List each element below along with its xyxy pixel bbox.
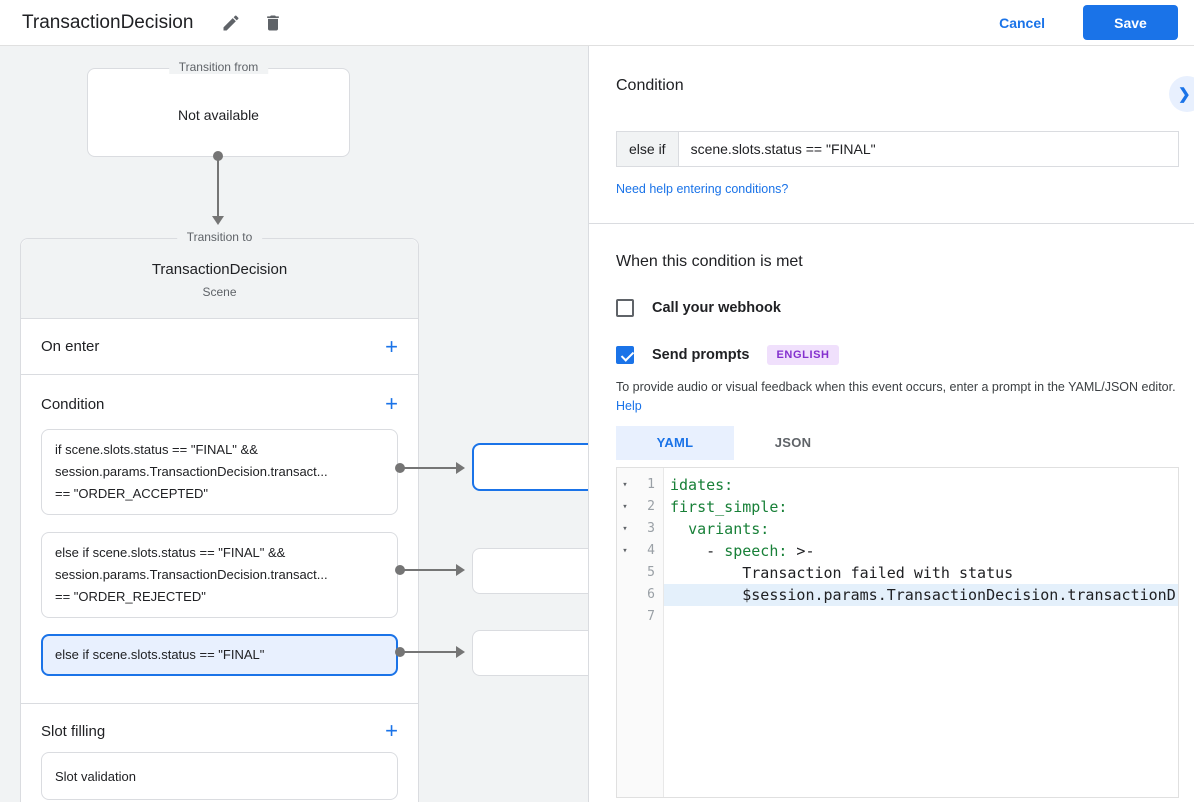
condition-line: session.params.TransactionDecision.trans…: [55, 567, 328, 582]
send-prompts-row: Send prompts ENGLISH: [616, 345, 1178, 365]
yaml-editor[interactable]: ▾ 1 ▾ 2 ▾ 3 ▾ 4 5 6 7 idates: first_simple: …: [616, 466, 1179, 798]
on-enter-section: On enter +: [21, 319, 418, 375]
top-bar: TransactionDecision Cancel Save: [0, 0, 1194, 46]
line-number: 3: [647, 521, 655, 536]
webhook-row: Call your webhook: [616, 299, 1178, 317]
cancel-button[interactable]: Cancel: [999, 14, 1045, 31]
connector-line: [404, 651, 457, 653]
connector-dot: [395, 463, 405, 473]
language-badge: ENGLISH: [767, 345, 839, 365]
slot-validation-label: Slot validation: [55, 768, 136, 784]
add-condition-button[interactable]: +: [385, 391, 398, 416]
help-link[interactable]: Help: [616, 398, 642, 413]
line-number: 7: [647, 609, 655, 624]
prompt-description: To provide audio or visual feedback when…: [616, 380, 1176, 413]
connector-dot: [395, 647, 405, 657]
fold-arrow-icon[interactable]: ▾: [622, 545, 628, 556]
line-number: 2: [647, 499, 655, 514]
arrowhead-right-icon: [456, 462, 465, 474]
editor-tabs: YAML JSON: [616, 425, 1178, 460]
condition-section: Condition + if scene.slots.status == "FI…: [21, 389, 418, 704]
condition-help-link[interactable]: Need help entering conditions?: [616, 182, 789, 196]
code-line: [664, 606, 1178, 628]
fold-arrow-icon[interactable]: ▾: [622, 479, 628, 490]
slot-filling-section: Slot filling + Slot validation: [21, 716, 418, 800]
condition-expression-input[interactable]: [678, 132, 1178, 166]
section-divider: [589, 223, 1194, 224]
target-scene-node-3[interactable]: [472, 630, 588, 676]
condition-line: == "ORDER_ACCEPTED": [55, 486, 208, 501]
page-title: TransactionDecision: [22, 11, 194, 33]
webhook-checkbox[interactable]: [616, 299, 634, 317]
tab-yaml[interactable]: YAML: [616, 425, 734, 460]
fold-arrow-icon[interactable]: ▾: [622, 523, 628, 534]
add-slot-button[interactable]: +: [385, 718, 398, 743]
scene-graph-canvas: Transition from Not available Transition…: [0, 46, 588, 802]
line-number: 1: [647, 477, 655, 492]
send-prompts-checkbox[interactable]: [616, 346, 634, 364]
send-prompts-label[interactable]: Send prompts: [652, 347, 750, 363]
condition-card-2[interactable]: else if scene.slots.status == "FINAL" &&…: [41, 532, 398, 618]
add-on-enter-button[interactable]: +: [385, 333, 398, 359]
target-scene-node-1[interactable]: [472, 443, 588, 491]
connector-dot: [213, 151, 223, 161]
line-number: 5: [647, 565, 655, 580]
code-line: $session.params.TransactionDecision.tran…: [664, 583, 1178, 606]
code-line: idates:: [670, 475, 734, 494]
condition-detail-panel: Condition ❯ else if Need help entering c…: [588, 46, 1194, 802]
on-enter-label: On enter: [41, 338, 100, 355]
condition-card-3[interactable]: else if scene.slots.status == "FINAL": [41, 634, 398, 676]
condition-line: if scene.slots.status == "FINAL" &&: [55, 442, 258, 457]
arrowhead-right-icon: [456, 564, 465, 576]
condition-heading: Condition: [616, 77, 684, 94]
chevron-right-icon: ❯: [1178, 86, 1191, 103]
condition-line: == "ORDER_REJECTED": [55, 589, 206, 604]
edit-scene-button[interactable]: [219, 11, 243, 35]
fold-arrow-icon[interactable]: ▾: [622, 501, 628, 512]
transition-from-value: Not available: [178, 107, 259, 123]
scene-header: TransactionDecision Scene: [21, 239, 418, 319]
condition-line: else if scene.slots.status == "FINAL": [55, 647, 265, 662]
tab-json[interactable]: JSON: [774, 435, 812, 450]
arrowhead-down-icon: [212, 216, 224, 225]
editor-gutter: ▾ 1 ▾ 2 ▾ 3 ▾ 4 5 6 7: [617, 467, 664, 797]
slot-filling-label: Slot filling: [41, 722, 106, 740]
transition-from-legend: Transition from: [168, 60, 269, 74]
code-line: first_simple:: [670, 497, 788, 516]
arrowhead-right-icon: [456, 646, 465, 658]
connector-line: [217, 159, 219, 216]
condition-line: else if scene.slots.status == "FINAL" &&: [55, 545, 286, 560]
collapse-panel-button[interactable]: ❯: [1169, 76, 1194, 112]
scene-title: TransactionDecision: [151, 261, 288, 278]
slot-validation-card[interactable]: Slot validation: [41, 752, 398, 800]
condition-label: Condition: [41, 395, 105, 413]
pencil-icon: [223, 14, 239, 30]
target-scene-node-2[interactable]: [472, 548, 588, 594]
transition-from-box: Transition from Not available: [87, 60, 350, 157]
transition-to-legend: Transition to: [176, 230, 263, 244]
webhook-label[interactable]: Call your webhook: [652, 300, 781, 316]
connector-dot: [395, 565, 405, 575]
condition-card-1[interactable]: if scene.slots.status == "FINAL" && sess…: [41, 429, 398, 515]
editor-code-area[interactable]: idates: first_simple: variants: - speech…: [664, 468, 1178, 797]
condition-prefix: else if: [617, 132, 679, 166]
connector-line: [404, 569, 457, 571]
scene-subtitle: Scene: [202, 285, 237, 299]
code-line: Transaction failed with status: [670, 563, 1014, 582]
save-button[interactable]: Save: [1083, 5, 1178, 40]
line-number: 4: [647, 543, 655, 558]
code-line: variants:: [688, 519, 770, 538]
condition-line: session.params.TransactionDecision.trans…: [55, 464, 328, 479]
delete-scene-button[interactable]: [261, 11, 285, 35]
transition-to-box: Transition to TransactionDecision Scene …: [20, 230, 419, 802]
line-number: 6: [647, 587, 655, 602]
when-met-heading: When this condition is met: [616, 253, 803, 270]
condition-input-group: else if: [616, 131, 1179, 167]
connector-line: [404, 467, 457, 469]
code-line: - speech: >-: [670, 541, 815, 560]
trash-icon: [267, 15, 280, 30]
